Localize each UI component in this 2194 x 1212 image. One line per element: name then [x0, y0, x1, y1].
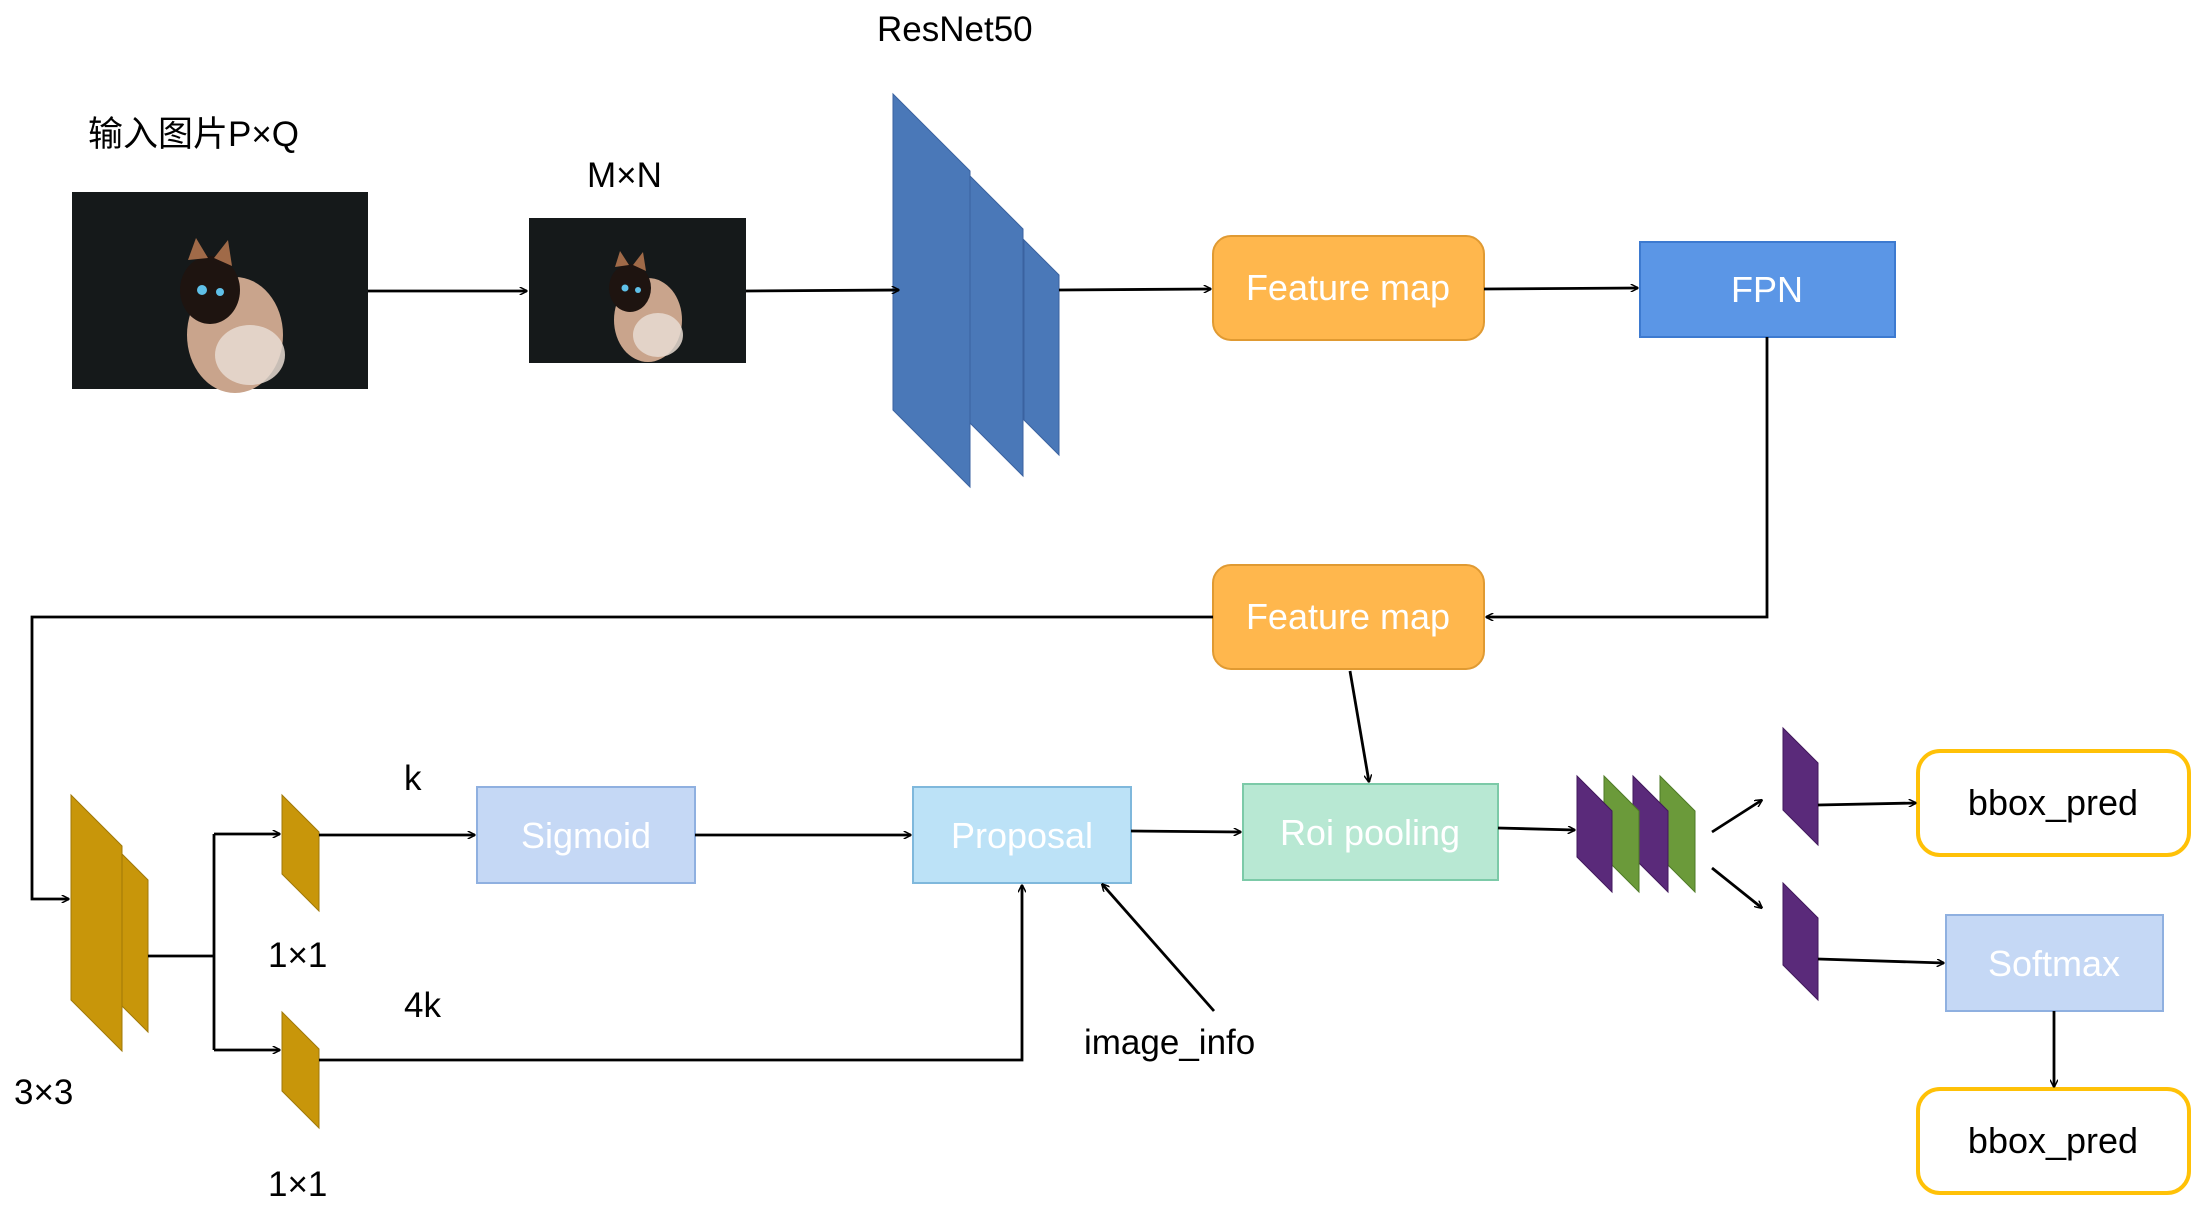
roi-slice-1 [1576, 774, 1613, 894]
conv3x3-label: 3×3 [14, 1073, 73, 1112]
edge-fpn-to-feature-mid [1486, 337, 1769, 617]
proposal-label: Proposal [951, 815, 1093, 856]
cat-icon [180, 238, 285, 393]
edge-feature-mid-to-conv [30, 615, 1213, 899]
edge-proposal-to-roi [1130, 831, 1241, 832]
head-slice-bottom [1782, 881, 1819, 1002]
resnet-label: ResNet50 [877, 10, 1033, 49]
edge-resized-to-resnet [745, 290, 899, 291]
softmax-box: Softmax [1945, 914, 2164, 1012]
fpn-label: FPN [1731, 269, 1803, 310]
conv3x3-stack [70, 793, 149, 1053]
input-image [72, 192, 368, 393]
conv3x3-layer-1 [70, 793, 123, 1053]
edge-resnet-to-feature [1058, 289, 1211, 290]
conv1x1-bottom [281, 1010, 320, 1130]
input-image-label: 输入图片P×Q [88, 115, 299, 154]
conv1x1-top [281, 793, 320, 913]
bbox-pred-bottom-box: bbox_pred [1916, 1087, 2191, 1195]
feature-map-top-label: Feature map [1246, 267, 1450, 308]
edges [30, 288, 2054, 1087]
conv1x1-top-label: 1×1 [268, 936, 327, 975]
roi-output-stack [1576, 774, 1696, 894]
roi-pooling-label: Roi pooling [1280, 812, 1460, 853]
bbox-pred-bottom-label: bbox_pred [1968, 1120, 2138, 1161]
softmax-label: Softmax [1988, 943, 2120, 984]
edge-conv-bottom-to-proposal [319, 885, 1022, 1062]
image-info-label: image_info [1084, 1023, 1255, 1062]
roi-pooling-box: Roi pooling [1242, 783, 1499, 881]
bbox-pred-top-label: bbox_pred [1968, 782, 2138, 823]
resnet-layer-3 [1023, 238, 1060, 457]
k-label: k [404, 759, 422, 798]
edge-head-top-to-bbox [1817, 803, 1916, 805]
edge-feature-mid-to-roi [1348, 670, 1369, 782]
edge-stack-to-head-bottom [1711, 866, 1762, 908]
bbox-pred-top-box: bbox_pred [1916, 749, 2191, 857]
resnet-stack [892, 92, 1060, 489]
feature-map-mid-label: Feature map [1246, 596, 1450, 637]
edge-feature-to-fpn [1483, 288, 1638, 289]
feature-map-mid-box: Feature map [1212, 564, 1485, 670]
edge-stack-to-head-top [1711, 800, 1762, 834]
edge-image-info-to-proposal [1102, 884, 1216, 1012]
feature-map-top-box: Feature map [1212, 235, 1485, 341]
resized-label: M×N [587, 156, 662, 195]
resnet-layer-2 [969, 174, 1024, 478]
edge-head-bottom-to-softmax [1817, 957, 1944, 963]
sigmoid-box: Sigmoid [476, 786, 696, 884]
fpn-box: FPN [1639, 241, 1896, 338]
conv1x1-bottom-label: 1×1 [268, 1165, 327, 1204]
head-slice-top [1782, 726, 1819, 847]
edge-roi-to-stack [1497, 828, 1575, 830]
cat-icon-small [609, 251, 683, 362]
sigmoid-label: Sigmoid [521, 815, 651, 856]
four-k-label: 4k [404, 986, 441, 1025]
resnet-layer-1 [892, 92, 971, 489]
proposal-box: Proposal [912, 786, 1132, 884]
resized-image [529, 218, 746, 363]
